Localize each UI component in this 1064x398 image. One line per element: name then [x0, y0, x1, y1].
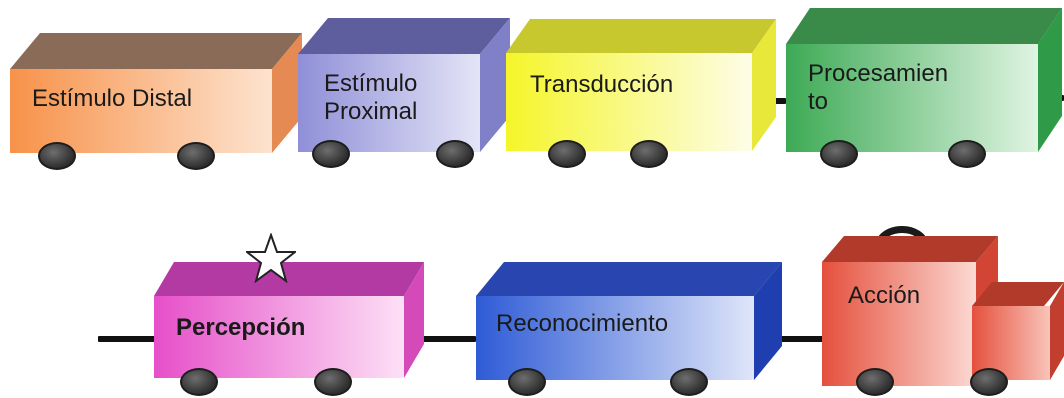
- wheel: [856, 368, 894, 396]
- car-label: Estímulo Distal: [32, 85, 193, 112]
- car-estimulo-proximal: Estímulo Proximal: [298, 18, 510, 152]
- wheel: [314, 368, 352, 396]
- car-label: Transducción: [530, 71, 674, 98]
- car-reconocimiento-body: [476, 262, 782, 380]
- wheel: [312, 140, 350, 168]
- wheel: [180, 368, 218, 396]
- wheel: [948, 140, 986, 168]
- wheel: [548, 140, 586, 168]
- wheel: [177, 142, 215, 170]
- car-reconocimiento: Reconocimiento: [476, 262, 782, 380]
- car-label: Acción: [848, 282, 921, 309]
- car-estimulo-distal: Estímulo Distal: [10, 33, 302, 153]
- car-accion: Acción: [822, 226, 1064, 386]
- coupler: [744, 336, 824, 342]
- car-label: Estímulo Proximal: [324, 70, 418, 125]
- wheel: [436, 140, 474, 168]
- car-percepcion: Percepción: [154, 262, 424, 378]
- car-percepcion-body: [154, 262, 424, 378]
- coupler: [98, 336, 156, 342]
- wheel: [38, 142, 76, 170]
- wheel: [820, 140, 858, 168]
- wheel: [508, 368, 546, 396]
- car-accion-body: [822, 226, 1064, 386]
- wheel: [630, 140, 668, 168]
- coupler: [404, 336, 476, 342]
- car-label: Procesamien to: [808, 60, 949, 115]
- car-transduccion: Transducción: [506, 19, 776, 151]
- car-estimulo-distal-body: [10, 33, 302, 153]
- star-icon: [244, 231, 298, 288]
- car-transduccion-body: [506, 19, 776, 151]
- wheel: [670, 368, 708, 396]
- car-procesamiento-body: [786, 8, 1062, 152]
- car-label: Reconocimiento: [496, 310, 669, 337]
- car-estimulo-proximal-body: [298, 18, 510, 152]
- wheel: [970, 368, 1008, 396]
- car-procesamiento: Procesamien to: [786, 8, 1062, 152]
- car-label: Percepción: [176, 314, 306, 341]
